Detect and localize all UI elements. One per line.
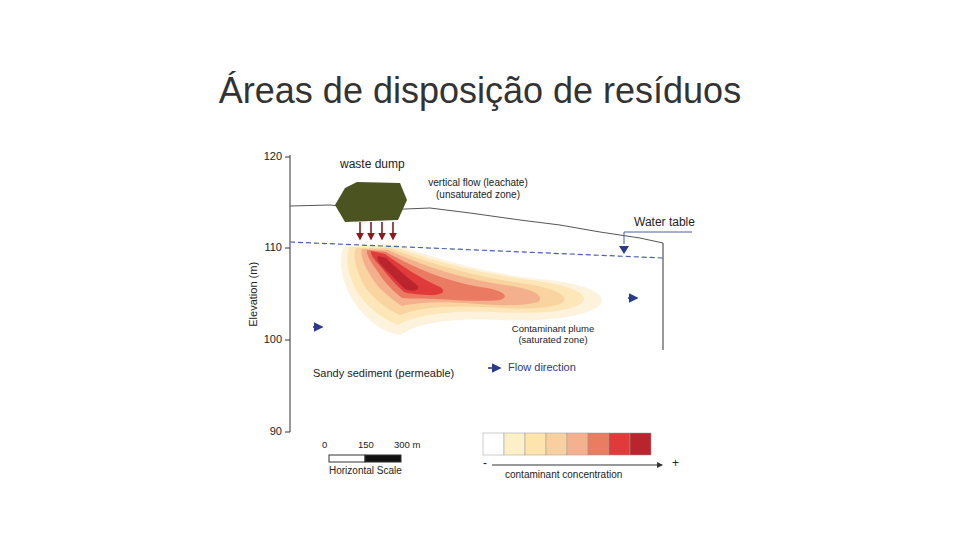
slide-title: Áreas de disposição de resíduos [0, 70, 960, 111]
water-table-leader [624, 232, 692, 244]
legend-text: Flow direction [508, 361, 576, 374]
tick-label: 90 [252, 425, 282, 438]
colorbar-end: - [483, 457, 487, 471]
tick-label: 100 [252, 333, 282, 346]
tick-label: 110 [252, 241, 282, 254]
contaminant-plume [341, 244, 602, 335]
water-table-line [290, 242, 663, 258]
waste-dump-outline [335, 182, 407, 222]
water-table-symbol [619, 246, 629, 254]
figure-ground [247, 148, 697, 482]
waste-dump: waste dump [330, 156, 420, 226]
annotation: Water table [634, 216, 695, 230]
colorbar-title: contaminant concentration [505, 469, 622, 481]
concentration-arrow [492, 465, 662, 466]
annotation: vertical flow (leachate) (unsaturated zo… [418, 177, 538, 200]
annotation: Sandy sediment (permeable) [313, 367, 454, 380]
node-heading: waste dump [340, 158, 405, 172]
elevation-axis [285, 155, 290, 432]
section-edge [663, 243, 664, 350]
scale-title: Horizontal Scale [329, 465, 402, 477]
axis-title: Elevation (m) [247, 254, 260, 334]
annotation: Contaminant plume (saturated zone) [505, 324, 601, 346]
scale-label: 300 m [394, 440, 420, 451]
scale-label: 0 [322, 440, 327, 451]
leachate-arrows [360, 222, 393, 239]
tick-label: 120 [252, 150, 282, 163]
concentration-colorbar [483, 433, 651, 455]
flow-arrows [313, 298, 637, 327]
scale-bar [329, 455, 401, 462]
colorbar-end: + [672, 457, 679, 471]
scale-label: 150 [358, 440, 374, 451]
legend-arrow-sample [488, 367, 500, 369]
